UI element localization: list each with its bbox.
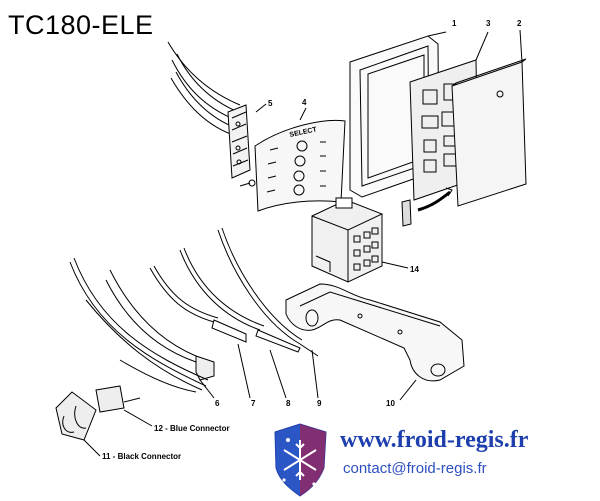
wire-bundle-top xyxy=(167,41,241,137)
back-cover-part-2 xyxy=(451,29,527,207)
diagram-title: TC180-ELE xyxy=(8,10,154,40)
callout-6: 6 xyxy=(215,399,220,408)
cable-part-8 xyxy=(179,247,301,399)
callout-4: 4 xyxy=(302,98,307,107)
mounting-bracket-part-10 xyxy=(285,283,465,401)
callout-7: 7 xyxy=(251,399,256,408)
cable-part-6 xyxy=(105,269,215,399)
callout-1: 1 xyxy=(452,19,457,28)
cable-part-7 xyxy=(149,265,251,399)
cable-part-9 xyxy=(217,227,319,399)
callout-9: 9 xyxy=(317,399,322,408)
black-connector-part-11 xyxy=(55,391,101,457)
callout-8: 8 xyxy=(286,399,291,408)
callout-11: 11 - Black Connector xyxy=(102,452,181,461)
callout-10: 10 xyxy=(386,399,395,408)
froid-regis-logo xyxy=(274,423,327,497)
callout-2: 2 xyxy=(517,19,522,28)
callout-3: 3 xyxy=(486,19,491,28)
leader-lines xyxy=(255,103,307,121)
connector-block-part-14 xyxy=(311,197,409,283)
contact-email-link[interactable]: contact@froid-regis.fr xyxy=(343,460,487,477)
screw-pin-and-arrow xyxy=(401,187,453,227)
website-link[interactable]: www.froid-regis.fr xyxy=(340,427,529,453)
long-cable-lines xyxy=(69,257,209,391)
callout-12: 12 - Blue Connector xyxy=(154,424,230,433)
callout-14: 14 xyxy=(410,265,419,274)
callout-5: 5 xyxy=(268,99,273,108)
blue-connector-part-12 xyxy=(95,385,153,427)
terminal-block-part-5 xyxy=(227,104,256,187)
